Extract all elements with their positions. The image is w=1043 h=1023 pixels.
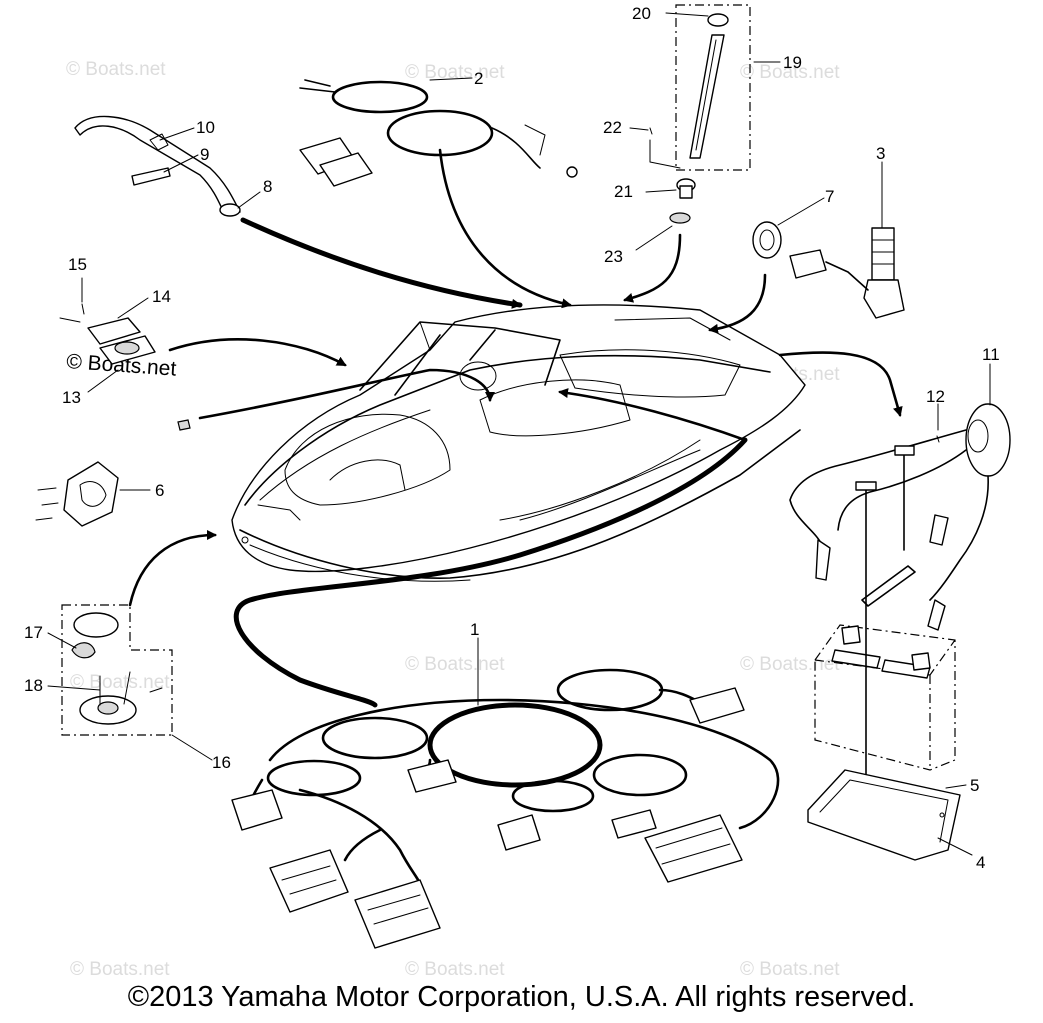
callout-19: 19: [783, 53, 802, 72]
part-11-12-gauge: [789, 403, 1011, 631]
part-1-main-harness: [231, 668, 780, 949]
connection-arrows: [128, 148, 903, 708]
callout-13: 13: [62, 388, 81, 407]
callout-18: 18: [24, 676, 43, 695]
callout-1: 1: [470, 620, 479, 639]
callout-22: 22: [603, 118, 622, 137]
callout-17: 17: [24, 623, 43, 642]
watermark: © Boats.net: [740, 654, 840, 675]
part-16-17-18-fitting: [61, 604, 173, 736]
part-19-23-antenna: [649, 4, 751, 224]
callout-5: 5: [970, 776, 979, 795]
part-8-9-10-railing: [74, 115, 241, 217]
watermark: © Boats.net: [405, 654, 505, 675]
watermark: © Boats.net: [405, 62, 505, 83]
callout-labels: 1 2 3 4 5 6 7 8 9 10 11 12 13 14 15 16 1…: [24, 4, 1000, 872]
part-2-harness: [299, 79, 578, 187]
leader-lines: [47, 12, 991, 856]
callout-9: 9: [200, 145, 209, 164]
callout-12: 12: [926, 387, 945, 406]
callout-20: 20: [632, 4, 651, 23]
watermark: © Boats.net: [66, 59, 166, 80]
watermark: © Boats.net: [405, 959, 505, 980]
callout-10: 10: [196, 118, 215, 137]
part-3-switch: [789, 227, 905, 319]
boat-hull-illustration: [231, 304, 806, 582]
part-4-5-battery: [807, 445, 961, 861]
watermark: © Boats.net: [740, 959, 840, 980]
watermark: © Boats.net: [70, 959, 170, 980]
callout-16: 16: [212, 753, 231, 772]
watermark: © Boats.net: [70, 672, 170, 693]
callout-7: 7: [825, 187, 834, 206]
part-6-plate: [35, 461, 119, 527]
callout-4: 4: [976, 853, 985, 872]
copyright-notice: ©2013 Yamaha Motor Corporation, U.S.A. A…: [127, 981, 916, 1013]
callout-21: 21: [614, 182, 633, 201]
watermark: © Boats.net: [740, 62, 840, 83]
part-7-grommet: [752, 221, 782, 259]
callout-15: 15: [68, 255, 87, 274]
callout-6: 6: [155, 481, 164, 500]
callout-8: 8: [263, 177, 272, 196]
callout-14: 14: [152, 287, 171, 306]
callout-3: 3: [876, 144, 885, 163]
callout-11: 11: [982, 345, 1000, 364]
part-13-14-15-light: [59, 303, 191, 431]
callout-2: 2: [474, 69, 483, 88]
callout-23: 23: [604, 247, 623, 266]
